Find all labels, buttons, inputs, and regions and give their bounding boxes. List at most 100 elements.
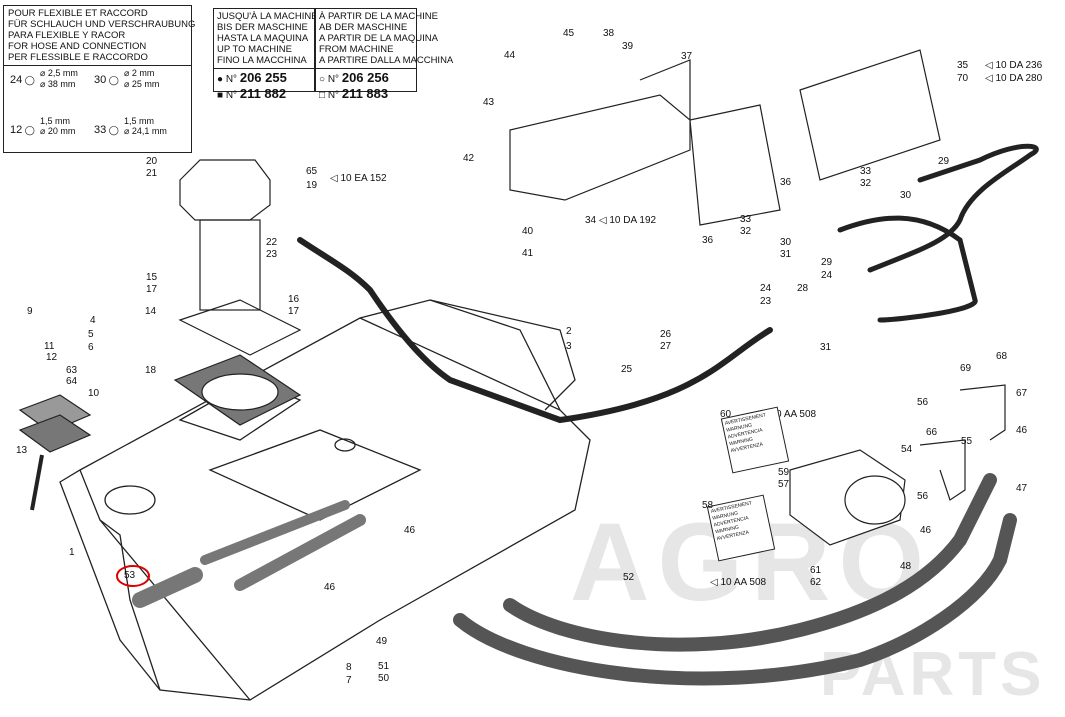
- part-callout: 9: [27, 306, 33, 317]
- seal-spec-24: 24 ◯ ⌀ 2,5 mm ⌀ 38 mm: [10, 68, 78, 89]
- part-callout: 10: [88, 388, 100, 399]
- part-callout: 3: [566, 341, 572, 352]
- part-callout: 53: [124, 570, 136, 581]
- part-callout: 17: [288, 306, 300, 317]
- part-callout: 11: [44, 341, 55, 352]
- seal-spec: ⌀ 25 mm: [124, 79, 160, 89]
- part-callout: 6: [88, 342, 94, 353]
- part-callout: 40: [522, 226, 534, 237]
- part-callout: 60: [720, 409, 732, 420]
- part-callout: 2: [566, 326, 572, 337]
- part-callout: 28: [797, 283, 809, 294]
- part-callout: 12: [46, 352, 58, 363]
- seal-spec-30: 30 ◯ ⌀ 2 mm ⌀ 25 mm: [94, 68, 159, 89]
- part-callout: 27: [660, 341, 672, 352]
- part-callout: 29: [938, 156, 950, 167]
- hose-legend: POUR FLEXIBLE ET RACCORD FÜR SCHLAUCH UN…: [3, 5, 195, 153]
- part-callout: 23: [266, 249, 278, 260]
- watermark-line2: PARTS: [820, 640, 1046, 709]
- seal-ref: 12: [10, 124, 23, 136]
- part-callout: 30: [900, 190, 912, 201]
- part-callout: 56: [917, 491, 929, 502]
- control-valves: [689, 49, 941, 226]
- seal-spec: ⌀ 2 mm: [124, 68, 155, 78]
- ref-da280: ◁ 10 DA 280: [985, 73, 1043, 84]
- part-callout: 61: [810, 565, 822, 576]
- part-callout: 46: [920, 525, 932, 536]
- seal-spec: 1,5 mm: [40, 116, 71, 126]
- part-callout: 15: [146, 272, 158, 283]
- seal-ring-icon: ◯: [24, 75, 35, 85]
- seal-spec-12: 12 ◯ 1,5 mm ⌀ 20 mm: [10, 116, 75, 136]
- serial-line: JUSQU'À LA MACHINE: [217, 11, 318, 22]
- ref-aa508-top: ◁ 10 AA 508: [760, 409, 817, 420]
- part-callout: 36: [702, 235, 714, 246]
- serial-prefix: N°: [327, 90, 340, 101]
- part-callout: 45: [563, 28, 575, 39]
- part-callout: 64: [66, 376, 78, 387]
- part-callout: 21: [146, 168, 158, 179]
- legend-line: PARA FLEXIBLE Y RACOR: [8, 30, 126, 41]
- ref-35: 35: [957, 60, 969, 71]
- serial-prefix: N°: [225, 90, 238, 101]
- serial-line: FINO LA MACCHINA: [217, 55, 307, 66]
- filled-circle-icon: ●: [217, 74, 224, 85]
- serial-from-box: À PARTIR DE LA MACHINE AB DER MASCHINE A…: [315, 8, 454, 101]
- part-callout: 51: [378, 661, 390, 672]
- part-callout: 36: [780, 177, 792, 188]
- seal-ref: 30: [94, 74, 107, 86]
- serial-line: A PARTIR DE LA MAQUINA: [319, 33, 438, 44]
- part-callout: 55: [961, 436, 973, 447]
- open-circle-icon: ○: [319, 74, 326, 85]
- serial-line: AB DER MASCHINE: [319, 22, 408, 33]
- part-callout: 54: [901, 444, 913, 455]
- part-callout: 18: [145, 365, 157, 376]
- part-callout: 58: [702, 500, 714, 511]
- seal-spec: ⌀ 20 mm: [40, 126, 76, 136]
- part-callout: 14: [145, 306, 157, 317]
- part-callout: 57: [778, 479, 790, 490]
- part-callout: 32: [740, 226, 752, 237]
- part-callout: 46: [324, 582, 336, 593]
- serial-number: 206 256: [341, 70, 389, 85]
- part-callout: 41: [522, 248, 534, 259]
- part-callout: 48: [900, 561, 912, 572]
- fuel-tank: [59, 299, 591, 701]
- part-callout: 4: [90, 315, 96, 326]
- part-callout: 5: [88, 329, 94, 340]
- seal-spec: 1,5 mm: [124, 116, 155, 126]
- highlight-ring: [116, 565, 150, 587]
- part-callout: 8: [346, 662, 352, 673]
- serial-line: À PARTIR DE LA MACHINE: [319, 11, 438, 22]
- part-callout: 44: [504, 50, 516, 61]
- part-callout: 62: [810, 577, 822, 588]
- ref-19: 19: [306, 180, 318, 191]
- part-callout: 69: [960, 363, 972, 374]
- part-callout: 25: [621, 364, 633, 375]
- seal-ring-icon: ◯: [108, 125, 119, 135]
- serial-up-to-box: JUSQU'À LA MACHINE BIS DER MASCHINE HAST…: [213, 8, 318, 101]
- ref-70: 70: [957, 73, 969, 84]
- filled-square-icon: ■: [217, 90, 224, 101]
- ref-ea152: ◁ 10 EA 152: [330, 173, 387, 184]
- part-callout: 1: [69, 547, 75, 558]
- open-square-icon: □: [319, 90, 326, 101]
- gasket: [173, 354, 302, 426]
- part-callout: 50: [378, 673, 390, 684]
- seal-ring-icon: ◯: [108, 75, 119, 85]
- part-callout: 46: [1016, 425, 1028, 436]
- part-callout: 68: [996, 351, 1008, 362]
- part-callout: 33: [860, 166, 872, 177]
- part-callout: 52: [623, 572, 635, 583]
- seal-ring-icon: ◯: [24, 125, 35, 135]
- part-callout: 37: [681, 51, 693, 62]
- pump-fittings: [919, 384, 1006, 501]
- valve-bracket: [509, 59, 691, 201]
- part-callout: 59: [778, 467, 790, 478]
- seal-spec: ⌀ 2,5 mm: [40, 68, 78, 78]
- serial-prefix: N°: [327, 74, 340, 85]
- part-callout: 17: [146, 284, 158, 295]
- part-callout: 33: [740, 214, 752, 225]
- serial-line: A PARTIRE DALLA MACCHINA: [319, 55, 454, 66]
- part-callout: 16: [288, 294, 300, 305]
